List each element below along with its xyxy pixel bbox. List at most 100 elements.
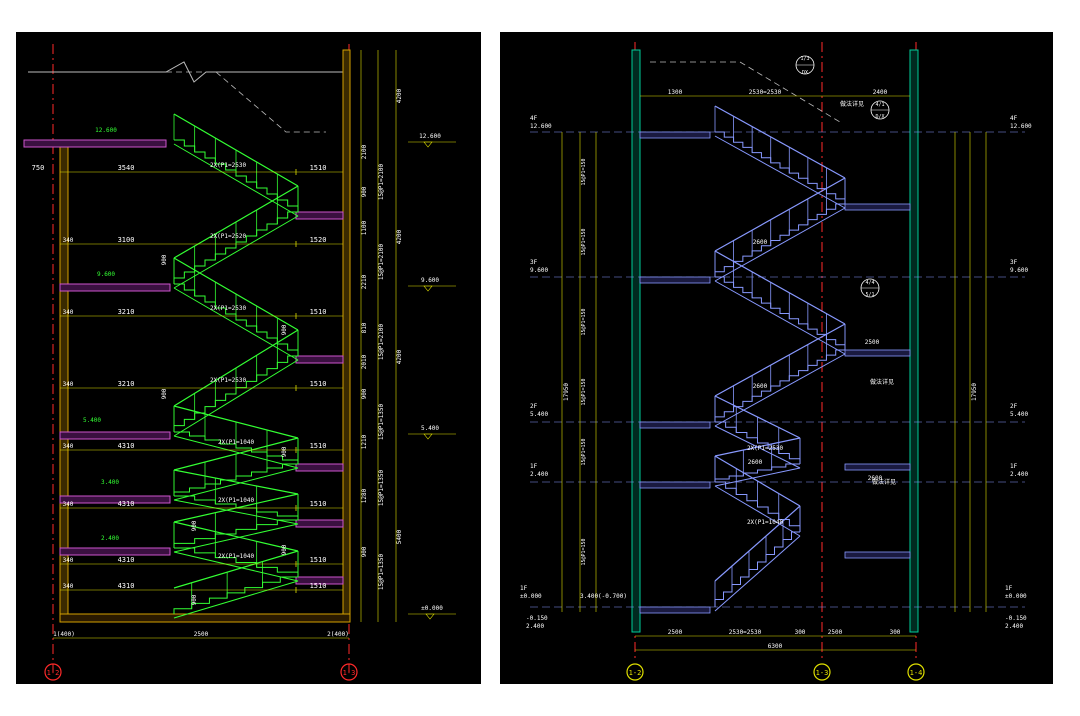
floor-slab (59, 547, 171, 556)
stair-flights (714, 105, 846, 612)
level-text-left: 5.400 (530, 411, 548, 418)
level-text: 5.400 (421, 425, 439, 432)
tick-text: 340 (63, 583, 74, 590)
floor-level-text: 12.600 (95, 127, 117, 134)
stair-soffit (714, 135, 846, 209)
tick-text: 340 (63, 237, 74, 244)
total-height: 17950 (563, 383, 570, 401)
rise-dim: 900 (281, 544, 288, 555)
vert-dim-b: 15@P1=2100 (378, 244, 385, 281)
stair-treads (715, 131, 846, 204)
handrail (714, 323, 846, 397)
mid-landing (295, 519, 344, 528)
level-text-right: 5.400 (1010, 411, 1028, 418)
span-text: 4310 (118, 442, 135, 450)
floor-slab (23, 139, 167, 148)
vert-dim-a: 1100 (361, 220, 368, 235)
vert-dim-a: 2210 (361, 274, 368, 289)
total-height: 17950 (971, 383, 978, 401)
stair-treads (714, 463, 800, 482)
stair-treads (173, 519, 298, 548)
rise-dim: 900 (161, 254, 168, 265)
bottom-dim: 2500 (194, 631, 209, 638)
floor-slab (639, 481, 711, 489)
stair-treads (714, 349, 845, 422)
axis-label-2: 1-3 (816, 669, 829, 677)
vert-dim-c: 4200 (396, 349, 403, 364)
tick-text: 340 (63, 381, 74, 388)
stair-soffit (173, 551, 299, 582)
stair-flight (714, 455, 801, 537)
handrail (173, 550, 299, 589)
level-text: 12.600 (419, 133, 441, 140)
vert-dim-left: 15@P1=150 (581, 228, 587, 255)
vert-dim-a: 900 (361, 388, 368, 399)
level-triangle (425, 613, 435, 620)
level-text-left: 1F (530, 463, 538, 470)
mid-landing (295, 463, 344, 472)
vert-dim-left: 15@P1=150 (581, 378, 587, 405)
callout-text: 4/4 (865, 280, 874, 286)
floor-level-text: 9.600 (97, 271, 115, 278)
vert-dim-a: 900 (361, 546, 368, 557)
handrail (714, 250, 846, 325)
axis-label-left: 1-2 (47, 669, 60, 677)
callout-text: DX (802, 70, 808, 76)
axis-bubble-right (340, 663, 358, 681)
level-text-left: 2.400 (530, 471, 548, 478)
ground-slab (59, 613, 351, 623)
hidden-stair-outline (166, 71, 326, 133)
stair-treads (174, 547, 299, 577)
level-text-left: ±0.000 (520, 593, 542, 600)
axis-label-1: 1-2 (629, 669, 642, 677)
bottom-dim: 1(400) (53, 631, 75, 638)
bottom-dim: 2(400) (327, 631, 349, 638)
level-triangle (423, 285, 433, 292)
mid-landing (844, 463, 911, 471)
floor-level-text: 3.400 (101, 479, 119, 486)
level-triangle (423, 141, 433, 148)
stair-soffit (714, 280, 846, 355)
level-text-left: 12.600 (530, 123, 552, 130)
vert-dim-a: 900 (361, 186, 368, 197)
span-text: 4310 (118, 582, 135, 590)
stair-flights (173, 113, 299, 619)
vert-dim-b: 15@P1=1350 (378, 470, 385, 507)
level-text-right: 3F (1010, 259, 1018, 266)
level-text-right: 1F (1005, 585, 1013, 592)
stair-flight (173, 550, 299, 619)
handrail (714, 505, 801, 582)
level-lines (530, 131, 1025, 614)
level-text-left: 3.400(-0.700) (580, 593, 627, 600)
note-text: 做法详见 (840, 100, 864, 108)
stair-label: 2X(P1=2530 (210, 162, 247, 169)
vert-dim-c: 4200 (396, 229, 403, 244)
stair-soffit (173, 435, 299, 469)
handrail (173, 469, 299, 495)
top-dim: 2530=2530 (749, 89, 782, 96)
stair-flight (173, 405, 299, 469)
stair-flight (714, 323, 846, 427)
hidden-stair-outline (650, 61, 841, 123)
stair-soffit (173, 580, 299, 619)
bottom-dim: 300 (890, 629, 901, 636)
mid-label: 2X(P1=1040 (747, 519, 784, 526)
landing-text: 1510 (310, 308, 327, 316)
landing-text: 1510 (310, 164, 327, 172)
level-text-left: 2F (530, 403, 538, 410)
bottom-dim: 2500 (668, 629, 683, 636)
floor-slab (59, 431, 171, 440)
stair-soffit (173, 467, 299, 501)
span-text: 4310 (118, 500, 135, 508)
tick-text: 340 (63, 501, 74, 508)
bottom-dim: 300 (795, 629, 806, 636)
floor-slab (59, 283, 171, 292)
vert-dim-b: 15@P1=1350 (378, 404, 385, 441)
landing-text: 1510 (310, 380, 327, 388)
floor-level-text: 2.400 (101, 535, 119, 542)
landing-text: 1510 (310, 556, 327, 564)
landing-text: 1510 (310, 500, 327, 508)
rise-dim: 900 (191, 594, 198, 605)
landing-dim: 2600 (748, 459, 763, 466)
